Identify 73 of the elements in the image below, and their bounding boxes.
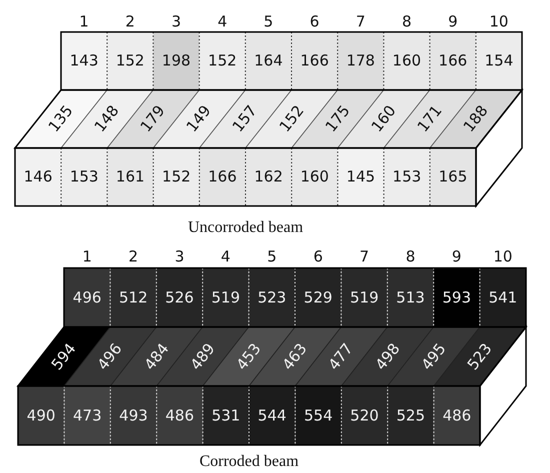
cell-value: 531 <box>212 408 240 423</box>
column-number: 1 <box>79 14 89 30</box>
cell-value: 525 <box>396 408 425 423</box>
cell-value: 178 <box>346 54 375 68</box>
column-number: 8 <box>402 14 412 30</box>
column-number: 5 <box>264 14 274 30</box>
cell-value: 146 <box>24 170 52 184</box>
cell-value: 523 <box>258 290 286 305</box>
cell-value: 498 <box>372 340 402 372</box>
cell-value: 160 <box>369 103 398 135</box>
column-number: 4 <box>218 14 228 30</box>
cell-value: 495 <box>418 340 448 372</box>
column-number: 4 <box>220 250 230 264</box>
cell-value: 486 <box>165 408 194 423</box>
cell-value: 544 <box>258 408 286 423</box>
cell-value: 453 <box>234 340 264 372</box>
cell-value: 519 <box>350 290 379 305</box>
cell-value: 489 <box>188 340 218 372</box>
cell-value: 153 <box>70 170 98 184</box>
column-number: 5 <box>267 250 277 264</box>
column-number: 10 <box>489 14 508 30</box>
cell-value: 164 <box>254 54 283 68</box>
cell-value: 160 <box>300 170 329 184</box>
cell-value: 143 <box>70 54 98 68</box>
cell-value: 493 <box>119 408 148 423</box>
cell-value: 149 <box>184 103 214 135</box>
cell-value: 484 <box>142 340 172 372</box>
cell-value: 526 <box>165 290 194 305</box>
cell-value: 519 <box>211 290 240 305</box>
cell-value: 496 <box>72 290 102 305</box>
cell-value: 171 <box>415 103 445 135</box>
cell-value: 153 <box>392 170 422 184</box>
cell-value: 166 <box>208 170 237 184</box>
column-number: 3 <box>174 250 184 264</box>
column-number: 2 <box>125 14 135 30</box>
column-number: 3 <box>171 14 182 30</box>
cell-value: 162 <box>254 170 283 184</box>
figure-caption: Corroded beam <box>199 454 299 470</box>
cell-value: 513 <box>396 290 425 305</box>
column-number: 7 <box>356 14 366 30</box>
column-number: 8 <box>406 250 416 264</box>
cell-value: 463 <box>280 340 310 372</box>
column-number: 9 <box>452 250 462 264</box>
cell-value: 145 <box>346 170 376 184</box>
column-number: 6 <box>310 14 320 30</box>
cell-value: 529 <box>304 290 332 305</box>
column-number: 1 <box>82 250 92 264</box>
cell-value: 198 <box>162 54 191 68</box>
figure-caption: Uncorroded beam <box>188 220 304 236</box>
cell-value: 161 <box>116 170 145 184</box>
cell-value: 554 <box>304 408 333 423</box>
column-number: 6 <box>313 250 323 264</box>
cell-value: 165 <box>438 170 468 184</box>
column-number: 7 <box>360 250 370 264</box>
cell-value: 166 <box>438 54 468 68</box>
cell-value: 486 <box>442 408 472 423</box>
cell-value: 152 <box>116 54 144 68</box>
column-number: 2 <box>128 250 138 264</box>
cell-value: 541 <box>488 290 518 305</box>
cell-value: 473 <box>72 408 102 423</box>
cell-value: 512 <box>118 290 148 305</box>
cell-value: 593 <box>442 290 471 305</box>
cell-value: 160 <box>392 54 422 68</box>
cell-value: 152 <box>276 103 306 135</box>
cell-value: 520 <box>350 408 379 423</box>
cell-value: 166 <box>300 54 329 68</box>
column-number: 10 <box>493 250 512 264</box>
cell-value: 154 <box>484 54 514 68</box>
cell-value: 179 <box>138 103 168 135</box>
column-number: 9 <box>448 14 458 30</box>
cell-value: 152 <box>208 54 237 68</box>
cell-value: 490 <box>26 408 56 423</box>
cell-value: 152 <box>162 170 191 184</box>
